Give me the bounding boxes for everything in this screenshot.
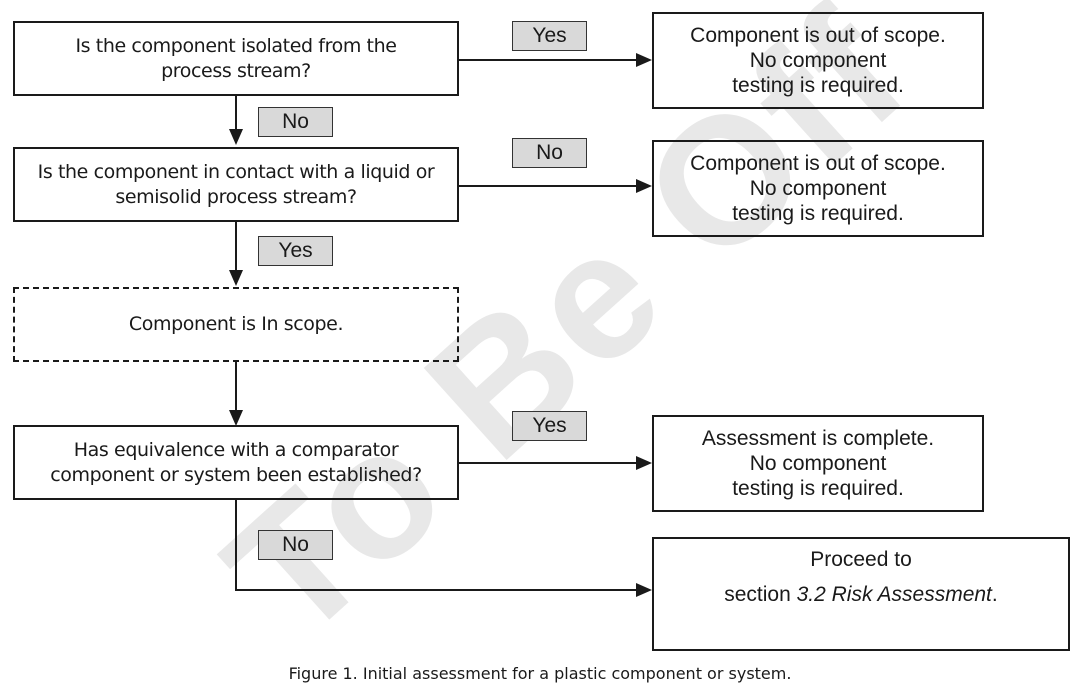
proceed-line1: Proceed to	[810, 548, 912, 571]
outcome-proceed: Proceed to section 3.2 Risk Assessment.	[652, 537, 1070, 651]
arrowhead	[229, 270, 243, 286]
edge-q3-to-proceed	[235, 500, 638, 591]
outcome-assessment-complete: Assessment is complete. No component tes…	[652, 415, 984, 512]
outcome-1-line3: testing is required.	[732, 74, 904, 97]
outcome-2-line3: testing is required.	[732, 202, 904, 225]
outcome-1-line1: Component is out of scope.	[690, 24, 946, 47]
decision-contact-line2: semisolid process stream?	[115, 185, 357, 208]
outcome-out-of-scope-2: Component is out of scope. No component …	[652, 140, 984, 237]
outcome-2-line2: No component	[749, 177, 887, 200]
decision-isolated: Is the component isolated from the proce…	[13, 21, 459, 96]
decision-contact-line1: Is the component in contact with a liqui…	[37, 160, 435, 183]
outcome-1-line2: No component	[749, 49, 887, 72]
arrowhead	[636, 53, 652, 67]
figure-caption: Figure 1. Initial assessment for a plast…	[288, 664, 792, 683]
label-q3-no: No	[258, 530, 333, 560]
outcome-2-line1: Component is out of scope.	[690, 152, 946, 175]
label-q3-yes: Yes	[512, 411, 587, 441]
arrowhead	[636, 456, 652, 470]
outcome-3-line2: No component	[749, 452, 887, 475]
proceed-prefix: section	[724, 583, 797, 606]
proceed-section-ref: 3.2 Risk Assessment	[796, 583, 992, 606]
outcome-3-line1: Assessment is complete.	[701, 427, 935, 450]
outcome-out-of-scope-1: Component is out of scope. No component …	[652, 12, 984, 109]
arrowhead	[636, 179, 652, 193]
label-q1-no: No	[258, 107, 333, 137]
decision-equivalence: Has equivalence with a comparator compon…	[13, 425, 459, 500]
label-q1-yes: Yes	[512, 21, 587, 51]
in-scope-text: Component is In scope.	[128, 313, 344, 335]
decision-isolated-line2: process stream?	[161, 59, 311, 82]
proceed-line2: section 3.2 Risk Assessment.	[724, 582, 998, 607]
arrowhead	[636, 583, 652, 597]
label-q2-yes: Yes	[258, 236, 333, 266]
decision-contact: Is the component in contact with a liqui…	[13, 147, 459, 222]
outcome-3-line3: testing is required.	[732, 477, 904, 500]
decision-equivalence-line1: Has equivalence with a comparator	[73, 438, 399, 461]
arrowhead	[229, 410, 243, 426]
arrowhead	[229, 129, 243, 145]
decision-equivalence-line2: component or system been established?	[50, 463, 422, 486]
proceed-suffix: .	[991, 583, 998, 606]
in-scope-box: Component is In scope.	[13, 287, 459, 362]
decision-isolated-line1: Is the component isolated from the	[75, 34, 397, 57]
label-q2-no: No	[512, 138, 587, 168]
